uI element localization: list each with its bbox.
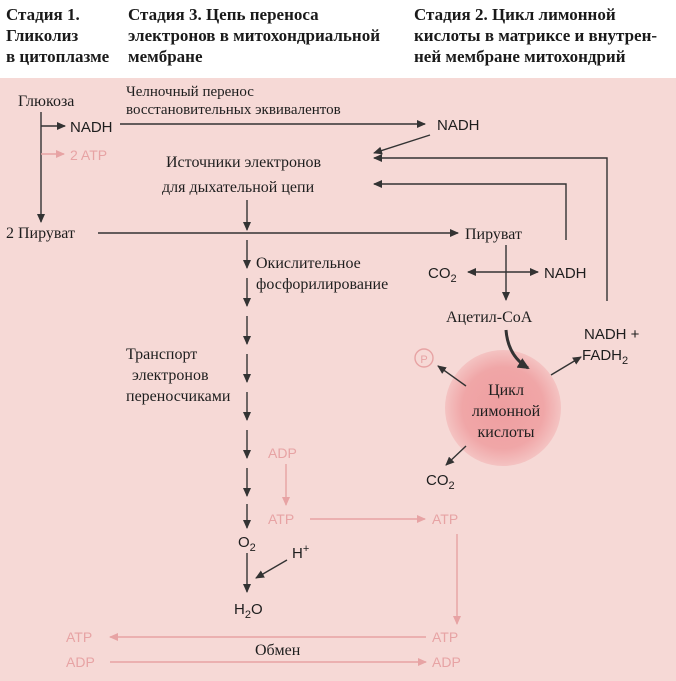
transport-label-2: электронов (132, 367, 209, 384)
nadh-shuttle-label: NADH (437, 117, 480, 134)
o2-subscript: 2 (250, 542, 256, 554)
adp-mid-label: ADP (268, 445, 297, 461)
adp-bottom-left-label: ADP (66, 654, 95, 670)
co2-cycle-text: CO (426, 472, 449, 489)
co2-cycle-label: CO2 (426, 472, 455, 492)
transport-label-3: переносчиками (126, 388, 231, 405)
acetyl-coa-label: Ацетил-CoA (446, 309, 533, 326)
co2-text: CO (428, 265, 451, 282)
atp-glycolysis-label: 2 ATP (70, 147, 107, 163)
nadh-to-sources-arrow (373, 134, 431, 155)
adp-bottom-right-label: ADP (432, 654, 461, 670)
nadh-glycolysis-label: NADH (70, 119, 113, 136)
cycle-label-3: кислоты (478, 424, 535, 441)
citric-cycle-circle (445, 350, 561, 466)
shuttle-label-2: восстановительных эквивалентов (126, 102, 341, 118)
co2-cycle-subscript: 2 (449, 480, 455, 492)
header-stage-2: Стадия 2. Цикл лимонной кислоты в матрик… (414, 5, 658, 66)
fadh2-label: FADH2 (582, 347, 628, 367)
water-subscript: 2 (245, 609, 251, 621)
atp-bottom-right-label: ATP (432, 629, 458, 645)
pyruvate-branch-to-sources-arrow (373, 180, 567, 240)
pyruvate-2-label: 2 Пируват (6, 225, 75, 242)
atp-bottom-left-label: ATP (66, 629, 92, 645)
electron-sources-label-2: для дыхательной цепи (162, 179, 315, 196)
nadh-plus-label: NADH + (584, 326, 640, 343)
cycle-label-1: Цикл (488, 382, 524, 399)
acetyl-to-cycle-arrow (504, 329, 530, 370)
water-o-text: O (251, 601, 263, 618)
glucose-label: Глюкоза (18, 93, 74, 110)
h-superscript: + (303, 543, 309, 555)
water-h-text: H (234, 601, 245, 618)
cycle-to-co2-arrow (445, 445, 467, 466)
h-plus-arrow (255, 559, 288, 579)
diagram-background-panel (0, 78, 676, 681)
fadh-text: FADH (582, 347, 622, 364)
transport-label-1: Транспорт (126, 346, 197, 363)
h-plus-label: H+ (292, 543, 309, 562)
fadh-subscript: 2 (622, 355, 628, 367)
cycle-to-phosphate-arrow (437, 365, 467, 387)
co2-pyruvate-label: CO2 (428, 265, 457, 285)
nadh-pyruvate-label: NADH (544, 265, 587, 282)
electron-sources-label-1: Источники электронов (166, 154, 322, 171)
o2-label: O2 (238, 534, 256, 554)
pyruvate-label: Пируват (465, 226, 522, 243)
phosphate-icon (414, 348, 434, 368)
header-stage-3: Стадия 3. Цепь переноса электронов в мит… (128, 5, 381, 66)
oxphos-label-2: фосфорилирование (256, 276, 388, 293)
phosphate-icon-label: P (420, 354, 427, 366)
cycle-to-nadh-fadh-arrow (550, 356, 582, 376)
cycle-label-2: лимонной (472, 403, 541, 420)
atp-right-label: ATP (432, 511, 458, 527)
exchange-label: Обмен (255, 642, 301, 659)
shuttle-label-1: Челночный перенос (126, 84, 254, 100)
co2-subscript: 2 (451, 273, 457, 285)
water-label: H2O (234, 601, 263, 621)
oxphos-label-1: Окислительное (256, 255, 361, 272)
atp-mid-label: ATP (268, 511, 294, 527)
h-text: H (292, 545, 303, 562)
nadh-fadh-to-sources-arrow (373, 154, 608, 301)
header-stage-1: Стадия 1. Гликолиз в цитоплазме (6, 5, 110, 66)
o2-text: O (238, 534, 250, 551)
